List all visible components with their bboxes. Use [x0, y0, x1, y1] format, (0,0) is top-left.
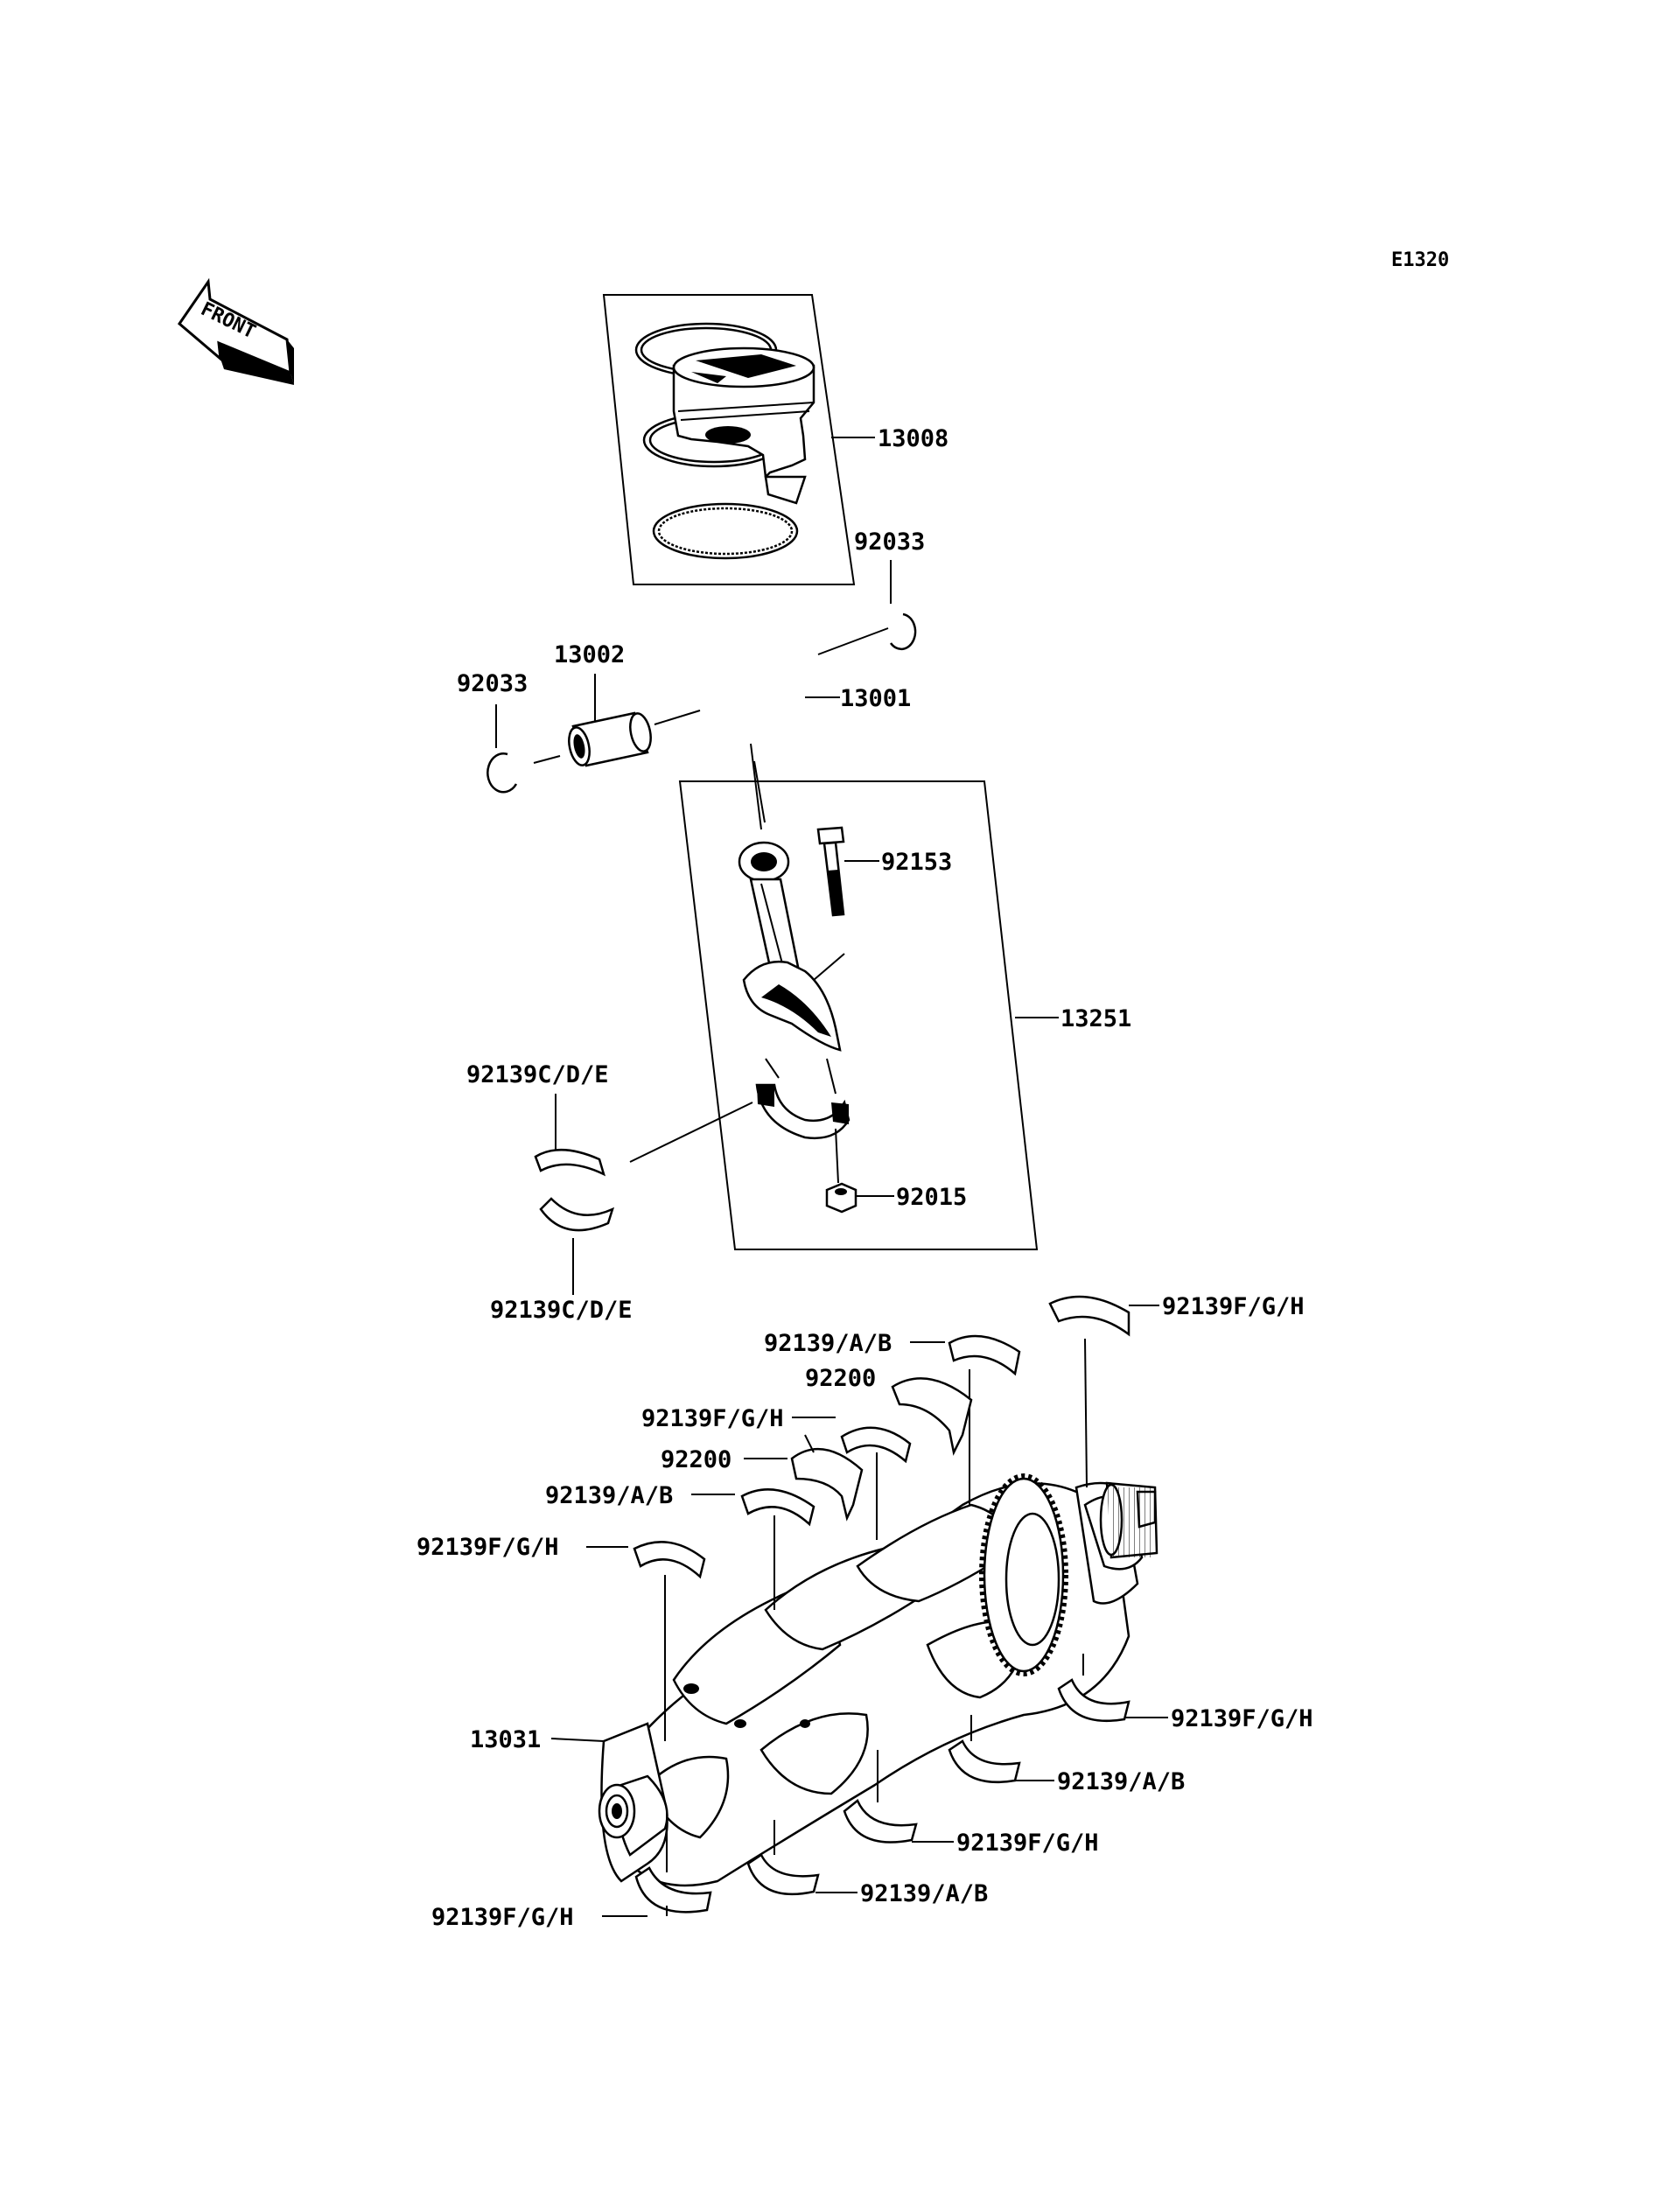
part-label-92139fgh-top-right: 92139F/G/H — [1162, 1293, 1305, 1320]
conrod-cap — [755, 1083, 850, 1140]
part-label-92139fgh-mid: 92139F/G/H — [641, 1405, 784, 1432]
part-label-92139cde-lower: 92139C/D/E — [490, 1297, 633, 1324]
main-bearing-mid — [840, 1426, 912, 1464]
main-bearing-lower-right — [1057, 1678, 1130, 1723]
main-bearing-lower-ab-right — [948, 1739, 1021, 1784]
part-label-92139ab-bottom: 92139/A/B — [860, 1880, 988, 1907]
circlip-left — [486, 752, 518, 794]
thrust-washer-lower — [790, 1447, 864, 1522]
part-label-13002: 13002 — [554, 641, 625, 668]
part-label-92139fgh-lower-mid: 92139F/G/H — [956, 1830, 1099, 1857]
diagram-code: E1320 — [1391, 249, 1449, 271]
part-label-13031: 13031 — [470, 1726, 541, 1753]
part-label-13001: 13001 — [840, 685, 911, 712]
part-label-92033-right: 92033 — [854, 528, 925, 556]
main-bearing-top-right — [1048, 1295, 1130, 1337]
part-label-92015: 92015 — [896, 1184, 967, 1211]
main-bearing-upper-2 — [740, 1488, 816, 1527]
part-label-92139ab-mid: 92139/A/B — [545, 1482, 673, 1509]
circlip-right — [889, 612, 917, 651]
thrust-washer-upper — [891, 1377, 973, 1456]
piston — [672, 346, 816, 505]
part-label-13008: 13008 — [878, 425, 948, 452]
part-label-92139cde-upper: 92139C/D/E — [466, 1061, 609, 1088]
piston-pin — [568, 711, 652, 767]
main-bearing-left — [633, 1541, 706, 1579]
part-label-92200-lower: 92200 — [661, 1446, 732, 1473]
part-label-92139fgh-lower-right: 92139F/G/H — [1171, 1705, 1313, 1732]
conrod-nut — [825, 1182, 858, 1214]
crankshaft — [598, 1473, 1158, 1887]
conrod-bearing-lower — [539, 1197, 615, 1232]
part-label-92033-left: 92033 — [457, 670, 528, 697]
part-label-92139fgh-left: 92139F/G/H — [416, 1534, 559, 1561]
conrod-bearing-upper — [534, 1148, 606, 1177]
main-bearing-bottom-ab — [746, 1853, 820, 1896]
connecting-rod — [738, 841, 842, 1052]
conrod-assembly-box — [678, 780, 1039, 1250]
part-label-92153: 92153 — [881, 849, 952, 876]
part-label-92200-upper: 92200 — [805, 1365, 876, 1392]
front-arrow-icon: FRONT — [177, 277, 294, 385]
part-label-92139fgh-bottom-left: 92139F/G/H — [431, 1904, 574, 1931]
part-label-92139ab-lower-right: 92139/A/B — [1057, 1768, 1185, 1795]
conrod-bolt — [816, 826, 845, 917]
main-bearing-bottom-left — [634, 1866, 712, 1914]
part-label-92139ab-upper: 92139/A/B — [764, 1330, 892, 1357]
main-bearing-lower-mid — [843, 1799, 918, 1844]
main-bearing-upper-1 — [948, 1334, 1021, 1376]
part-label-13251: 13251 — [1060, 1005, 1131, 1032]
